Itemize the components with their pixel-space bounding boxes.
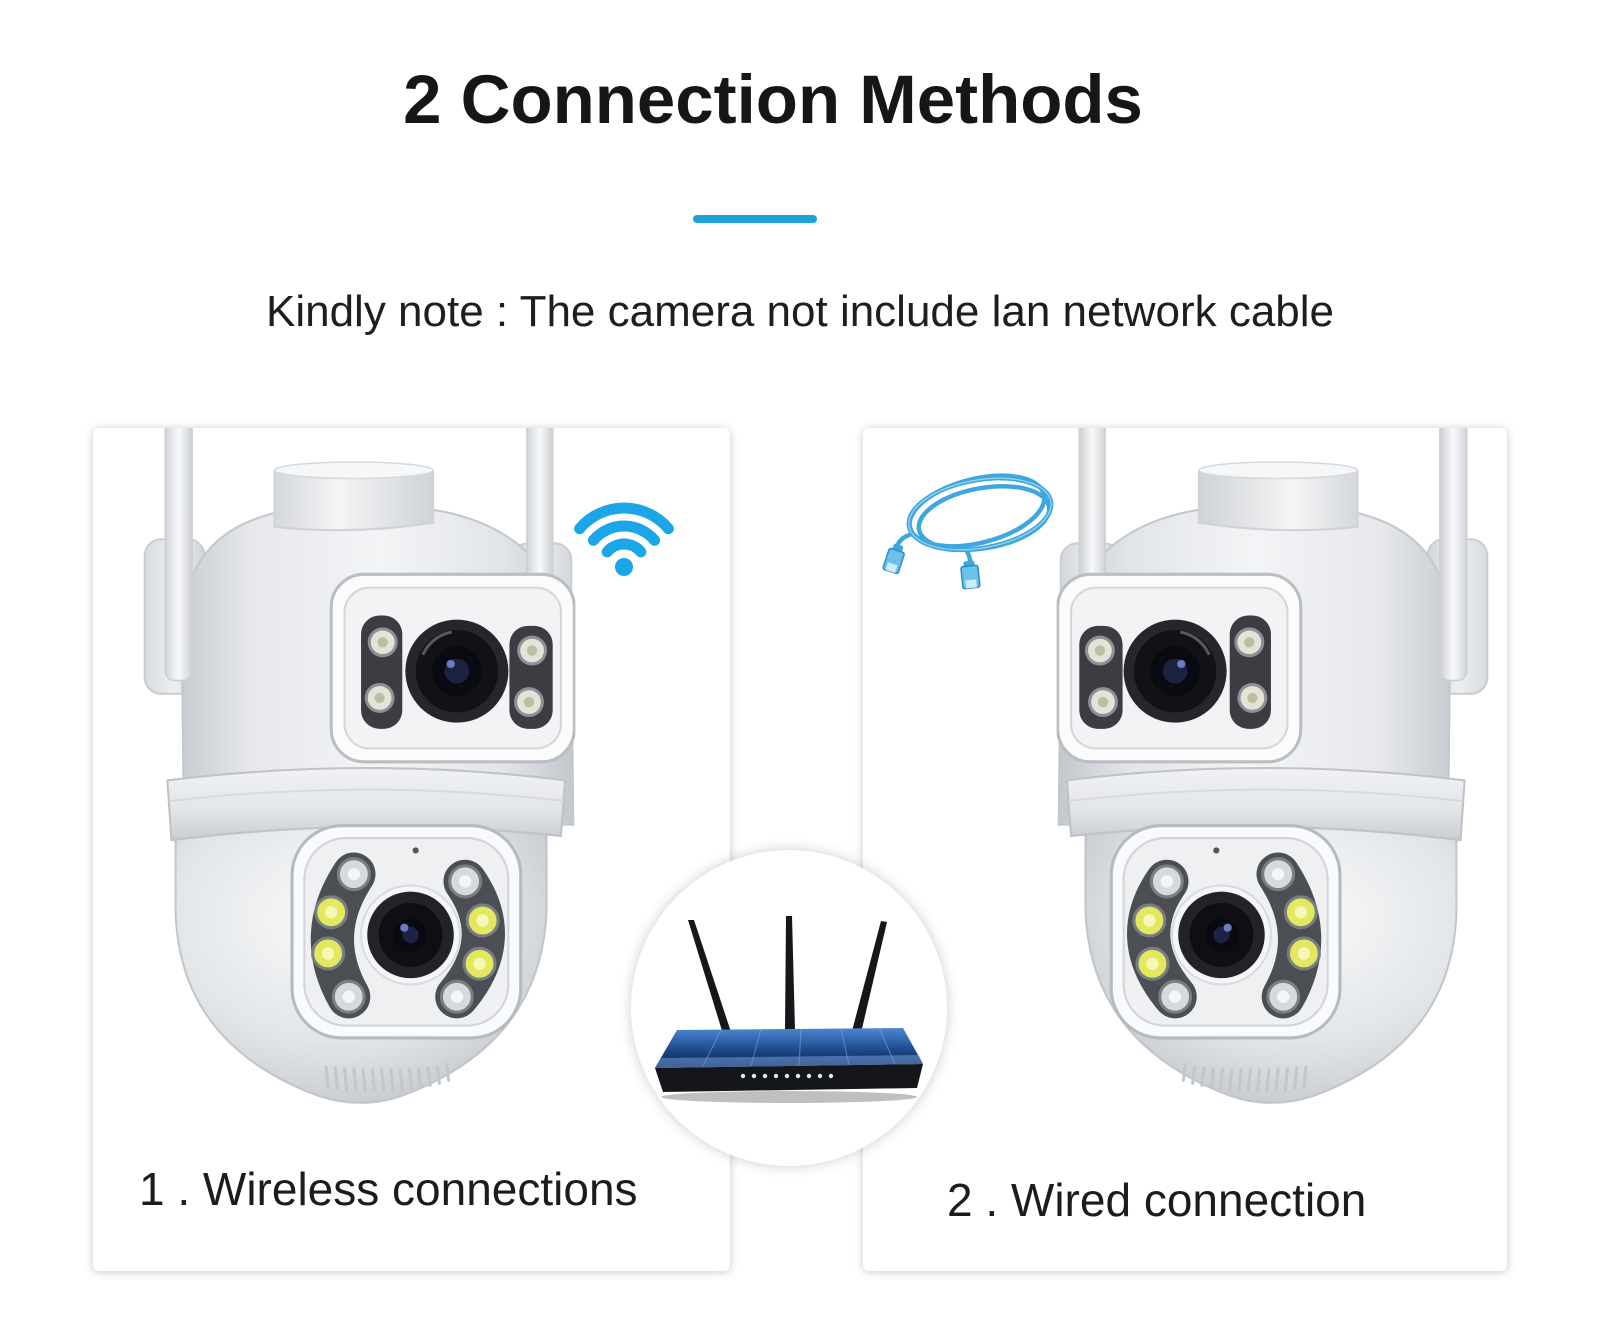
wifi-icon [574,502,674,576]
kindly-note: Kindly note : The camera not include lan… [265,287,1335,336]
title-underline [693,215,817,223]
security-camera-icon [139,428,579,1108]
security-camera-icon [1053,428,1493,1108]
method-label-wired: 2 . Wired connection [947,1174,1367,1226]
page-title: 2 Connection Methods [403,61,1143,138]
method-card-wired: 2 . Wired connection [863,428,1507,1271]
router-badge [631,850,947,1166]
router-icon [655,916,923,1103]
method-label-wireless: 1 . Wireless connections [139,1163,638,1215]
method-card-wireless: 1 . Wireless connections [93,428,730,1271]
ethernet-cable-icon [882,473,1054,590]
